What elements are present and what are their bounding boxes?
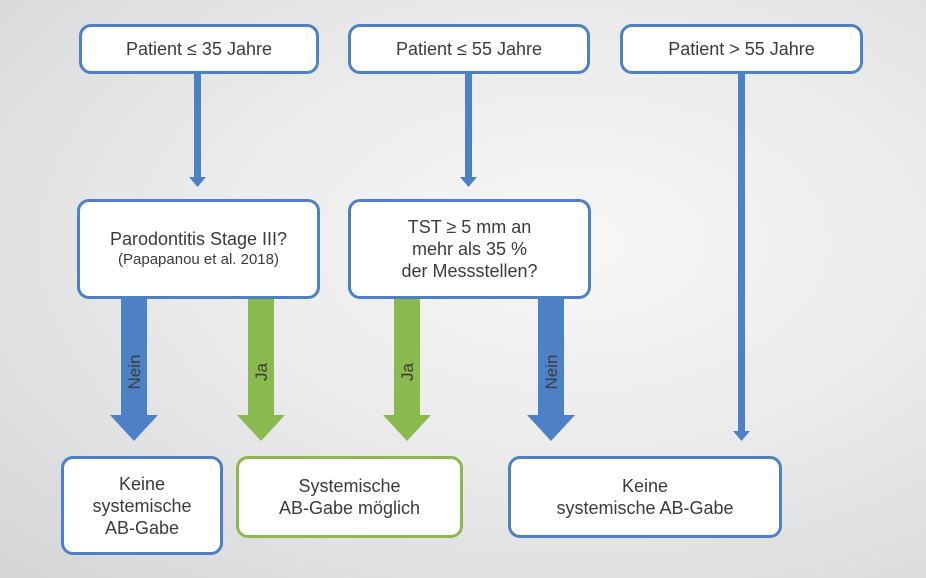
keine-left-line2: systemische: [92, 495, 192, 516]
arrow-label-nein-left: Nein: [125, 355, 144, 390]
systemische-line2: AB-Gabe möglich: [278, 498, 421, 518]
box-patient-le-35-label: Patient ≤ 35 Jahre: [126, 39, 272, 59]
tst-question-line1: TST ≥ 5 mm an: [407, 217, 532, 237]
box-parodontitis-question: Parodontitis Stage III? (Papapanou et al…: [77, 199, 320, 299]
tst-question-line3: der Messstellen?: [401, 261, 538, 281]
box-keine-ab-gabe-left: Keine systemische AB-Gabe: [61, 456, 223, 555]
arrow-over55-to-keine: [733, 73, 750, 441]
systemische-line1: Systemische: [298, 476, 401, 496]
keine-left-line3: AB-Gabe: [104, 517, 180, 538]
arrow-label-ja-left: Ja: [252, 362, 271, 381]
box-patient-gt-55: Patient > 55 Jahre: [620, 24, 863, 74]
box-patient-le-55-label: Patient ≤ 55 Jahre: [396, 39, 542, 59]
box-patient-le-55: Patient ≤ 55 Jahre: [348, 24, 590, 74]
box-keine-ab-gabe-right: Keine systemische AB-Gabe: [508, 456, 782, 538]
arrow-age35-to-parodontitis: [189, 73, 206, 187]
keine-right-line2: systemische AB-Gabe: [556, 498, 734, 518]
box-patient-gt-55-label: Patient > 55 Jahre: [668, 39, 815, 59]
arrow-label-nein-right: Nein: [542, 355, 561, 390]
box-tst-question: TST ≥ 5 mm an mehr als 35 % der Messstel…: [348, 199, 591, 299]
arrow-ja-right: Ja: [383, 297, 431, 441]
arrow-label-ja-right: Ja: [398, 362, 417, 381]
parodontitis-question-text: Parodontitis Stage III?: [109, 229, 288, 249]
keine-left-line1: Keine: [118, 473, 166, 494]
arrow-age55-to-tst: [460, 73, 477, 187]
box-patient-le-35: Patient ≤ 35 Jahre: [79, 24, 319, 74]
parodontitis-reference-text: (Papapanou et al. 2018): [118, 251, 279, 268]
arrow-nein-left: Nein: [110, 297, 158, 441]
arrow-ja-left: Ja: [237, 297, 285, 441]
tst-question-line2: mehr als 35 %: [411, 239, 528, 259]
arrow-nein-right: Nein: [527, 297, 575, 441]
keine-right-line1: Keine: [621, 476, 669, 496]
box-systemische-ab-gabe-moeglich: Systemische AB-Gabe möglich: [236, 456, 463, 538]
